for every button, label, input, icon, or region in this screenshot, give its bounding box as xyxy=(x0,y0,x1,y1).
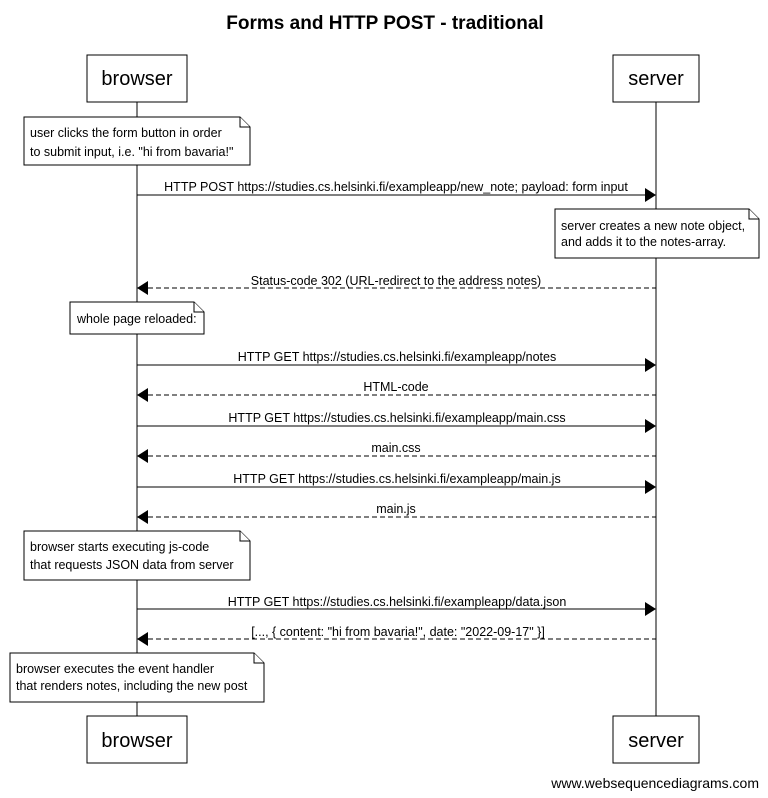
message-html-code: HTML-code xyxy=(137,380,656,402)
note-js-exec: browser starts executing js-code that re… xyxy=(23,530,251,581)
note-reload: whole page reloaded: xyxy=(69,301,205,335)
message-js-label: main.js xyxy=(376,502,416,516)
note-event-handler-line-1: browser executes the event handler xyxy=(16,662,214,676)
actor-server-bottom: server xyxy=(612,715,700,764)
note-submit-line-1: user clicks the form button in order xyxy=(30,126,222,140)
message-get-css-label: HTTP GET https://studies.cs.helsinki.fi/… xyxy=(228,411,565,425)
diagram-title: Forms and HTTP POST - traditional xyxy=(226,13,543,34)
message-js: main.js xyxy=(137,502,656,524)
message-get-js-label: HTTP GET https://studies.cs.helsinki.fi/… xyxy=(233,472,560,486)
message-json-label: [..., { content: "hi from bavaria!", dat… xyxy=(251,625,545,639)
actor-browser-bottom-label: browser xyxy=(101,730,172,752)
note-server-create-line-1: server creates a new note object, xyxy=(561,219,745,233)
message-html-code-label: HTML-code xyxy=(363,380,428,394)
message-http-post-label: HTTP POST https://studies.cs.helsinki.fi… xyxy=(164,180,628,194)
message-get-json: HTTP GET https://studies.cs.helsinki.fi/… xyxy=(137,595,656,616)
message-get-json-label: HTTP GET https://studies.cs.helsinki.fi/… xyxy=(228,595,567,609)
message-redirect-label: Status-code 302 (URL-redirect to the add… xyxy=(251,274,541,288)
message-get-notes: HTTP GET https://studies.cs.helsinki.fi/… xyxy=(137,350,656,372)
actor-server-top-label: server xyxy=(628,68,684,90)
message-css-label: main.css xyxy=(371,441,420,455)
note-reload-line-1: whole page reloaded: xyxy=(76,312,197,326)
message-redirect: Status-code 302 (URL-redirect to the add… xyxy=(137,274,656,295)
actor-server-bottom-label: server xyxy=(628,730,684,752)
message-get-css: HTTP GET https://studies.cs.helsinki.fi/… xyxy=(137,411,656,433)
note-server-create: server creates a new note object, and ad… xyxy=(554,208,760,259)
message-http-post: HTTP POST https://studies.cs.helsinki.fi… xyxy=(137,180,656,202)
note-event-handler-line-2: that renders notes, including the new po… xyxy=(16,679,248,693)
note-event-handler: browser executes the event handler that … xyxy=(9,652,265,703)
message-json: [..., { content: "hi from bavaria!", dat… xyxy=(137,625,656,646)
note-submit-line-2: to submit input, i.e. "hi from bavaria!" xyxy=(30,145,233,159)
message-get-js: HTTP GET https://studies.cs.helsinki.fi/… xyxy=(137,472,656,494)
footer-watermark: www.websequencediagrams.com xyxy=(550,775,759,791)
message-get-notes-label: HTTP GET https://studies.cs.helsinki.fi/… xyxy=(238,350,556,364)
note-submit: user clicks the form button in order to … xyxy=(23,116,251,166)
actor-browser-top-label: browser xyxy=(101,68,172,90)
note-js-exec-line-1: browser starts executing js-code xyxy=(30,540,209,554)
actor-browser-top: browser xyxy=(86,54,188,103)
message-css: main.css xyxy=(137,441,656,463)
note-server-create-line-2: and adds it to the notes-array. xyxy=(561,235,726,249)
actor-server-top: server xyxy=(612,54,700,103)
note-js-exec-line-2: that requests JSON data from server xyxy=(30,558,234,572)
actor-browser-bottom: browser xyxy=(86,715,188,764)
